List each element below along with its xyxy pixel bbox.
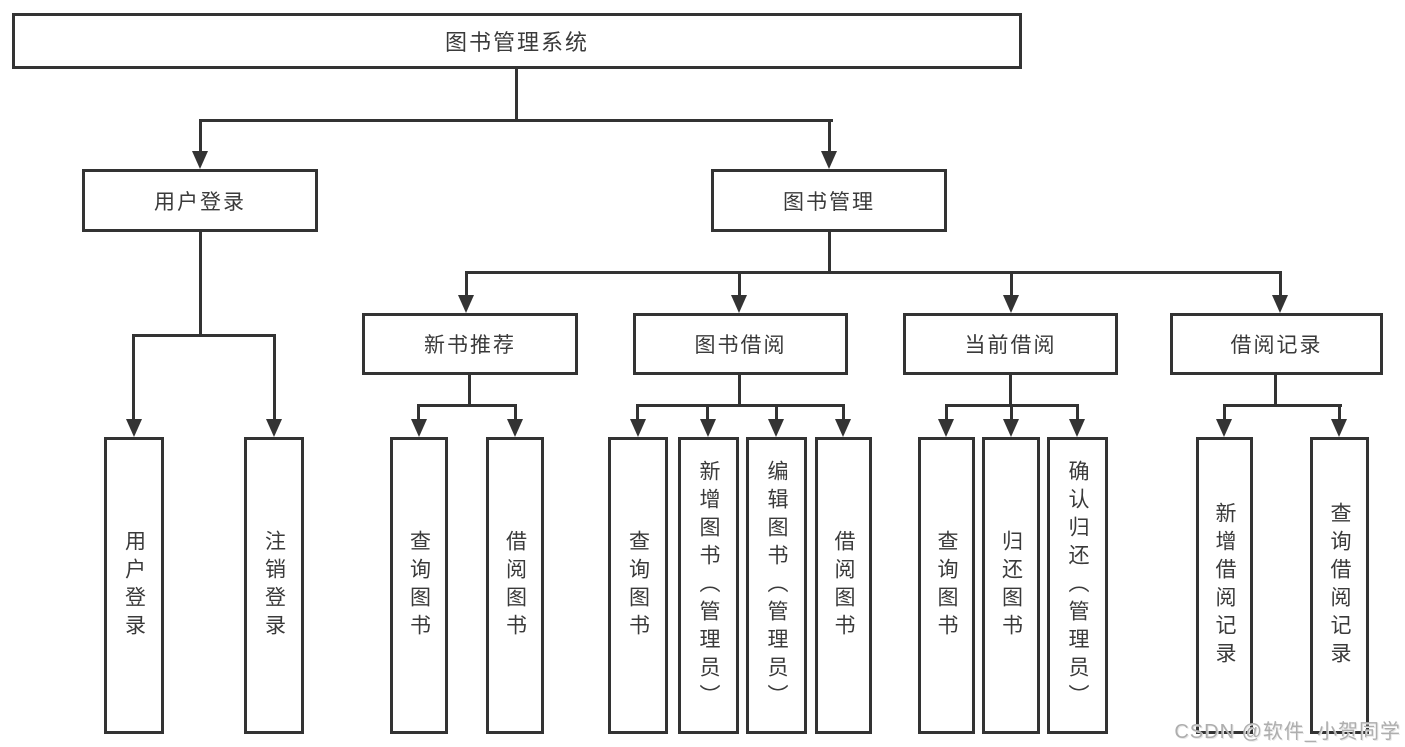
arrow-down-icon: [1331, 419, 1347, 437]
leaf-record-add: 新增借阅记录: [1196, 437, 1253, 734]
arrow-down-icon: [700, 419, 716, 437]
node-book-borrow: 图书借阅: [633, 313, 848, 375]
leaf-borrow-borrow: 借阅图书: [815, 437, 872, 734]
node-borrow-record: 借阅记录: [1170, 313, 1383, 375]
connector-drop: [199, 119, 202, 155]
connector-drop: [945, 404, 948, 423]
arrow-down-icon: [768, 419, 784, 437]
connector-drop: [1279, 271, 1282, 299]
arrow-down-icon: [938, 419, 954, 437]
arrow-down-icon: [630, 419, 646, 437]
connector-rail: [636, 404, 845, 407]
connector-root-stem: [515, 68, 518, 121]
node-new-book-recommend: 新书推荐: [362, 313, 578, 375]
csdn-watermark: CSDN @软件_小贺同学: [1174, 721, 1401, 743]
arrow-down-icon: [731, 295, 747, 313]
arrow-down-icon: [1069, 419, 1085, 437]
connector-root-rail: [199, 119, 833, 122]
arrow-down-icon: [192, 151, 208, 169]
leaf-user-login: 用户登录: [104, 437, 164, 734]
connector-userlogin-rail: [132, 334, 276, 337]
connector-drop: [1010, 404, 1013, 423]
connector-drop: [273, 334, 276, 423]
connector-drop: [842, 404, 845, 423]
connector-drop: [1223, 404, 1226, 423]
connector-drop: [514, 404, 517, 423]
connector-stem: [1009, 375, 1012, 407]
connector-rail: [1223, 404, 1342, 407]
connector-drop: [706, 404, 709, 423]
leaf-borrow-edit-admin: 编辑图书（管理员）: [746, 437, 807, 734]
arrow-down-icon: [126, 419, 142, 437]
arrow-down-icon: [821, 151, 837, 169]
connector-bookmgmt-rail: [466, 271, 1282, 274]
arrow-down-icon: [507, 419, 523, 437]
connector-stem: [1274, 375, 1277, 407]
leaf-current-query: 查询图书: [918, 437, 975, 734]
connector-drop: [775, 404, 778, 423]
arrow-down-icon: [1003, 295, 1019, 313]
leaf-borrow-add-admin: 新增图书（管理员）: [678, 437, 739, 734]
arrow-down-icon: [266, 419, 282, 437]
leaf-logout: 注销登录: [244, 437, 304, 734]
connector-stem: [468, 375, 471, 407]
connector-drop: [1338, 404, 1341, 423]
arrow-down-icon: [1272, 295, 1288, 313]
arrow-down-icon: [411, 419, 427, 437]
leaf-record-query: 查询借阅记录: [1310, 437, 1369, 734]
connector-drop: [417, 404, 420, 423]
connector-stem: [738, 375, 741, 407]
connector-bookmgmt-stem: [828, 232, 831, 274]
connector-rail: [417, 404, 517, 407]
leaf-borrow-query: 查询图书: [608, 437, 668, 734]
connector-drop: [1076, 404, 1079, 423]
arrow-down-icon: [458, 295, 474, 313]
leaf-current-confirm-admin: 确认归还（管理员）: [1047, 437, 1108, 734]
connector-userlogin-stem: [199, 232, 202, 337]
connector-drop: [1010, 271, 1013, 299]
leaf-current-return: 归还图书: [982, 437, 1040, 734]
leaf-newbook-query: 查询图书: [390, 437, 448, 734]
arrow-down-icon: [1216, 419, 1232, 437]
connector-drop: [465, 271, 468, 299]
node-current-borrow: 当前借阅: [903, 313, 1118, 375]
leaf-newbook-borrow: 借阅图书: [486, 437, 544, 734]
connector-drop: [132, 334, 135, 423]
connector-drop: [738, 271, 741, 299]
node-root: 图书管理系统: [12, 13, 1022, 69]
node-user-login: 用户登录: [82, 169, 318, 232]
arrow-down-icon: [835, 419, 851, 437]
connector-drop: [636, 404, 639, 423]
connector-drop: [828, 119, 831, 155]
node-book-management: 图书管理: [711, 169, 947, 232]
arrow-down-icon: [1003, 419, 1019, 437]
